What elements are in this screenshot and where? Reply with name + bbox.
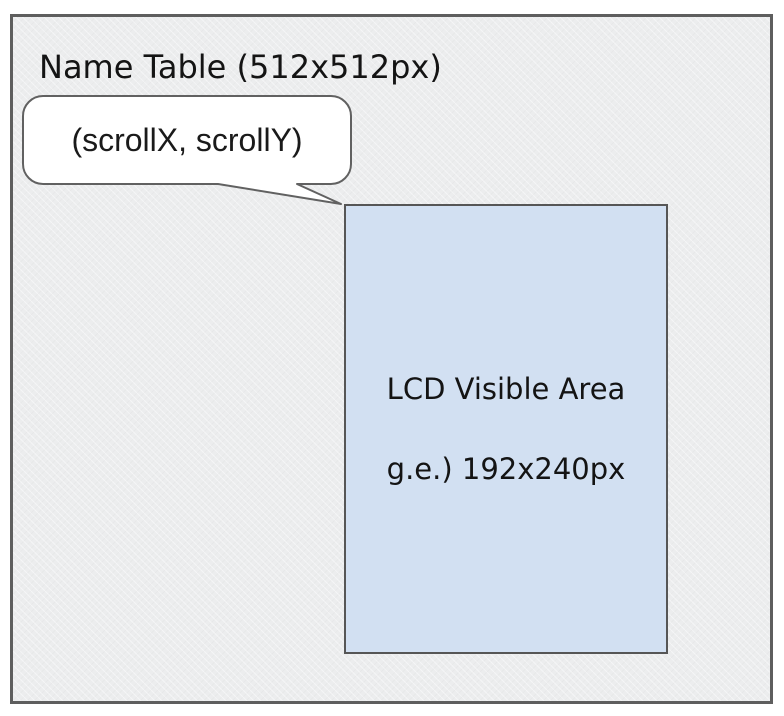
lcd-visible-area-box: LCD Visible Area g.e.) 192x240px [344,204,668,654]
name-table-title: Name Table (512x512px) [39,48,442,86]
lcd-area-size-label: g.e.) 192x240px [386,452,626,486]
lcd-area-name-label: LCD Visible Area [386,372,626,406]
callout-label: (scrollX, scrollY) [71,121,303,158]
